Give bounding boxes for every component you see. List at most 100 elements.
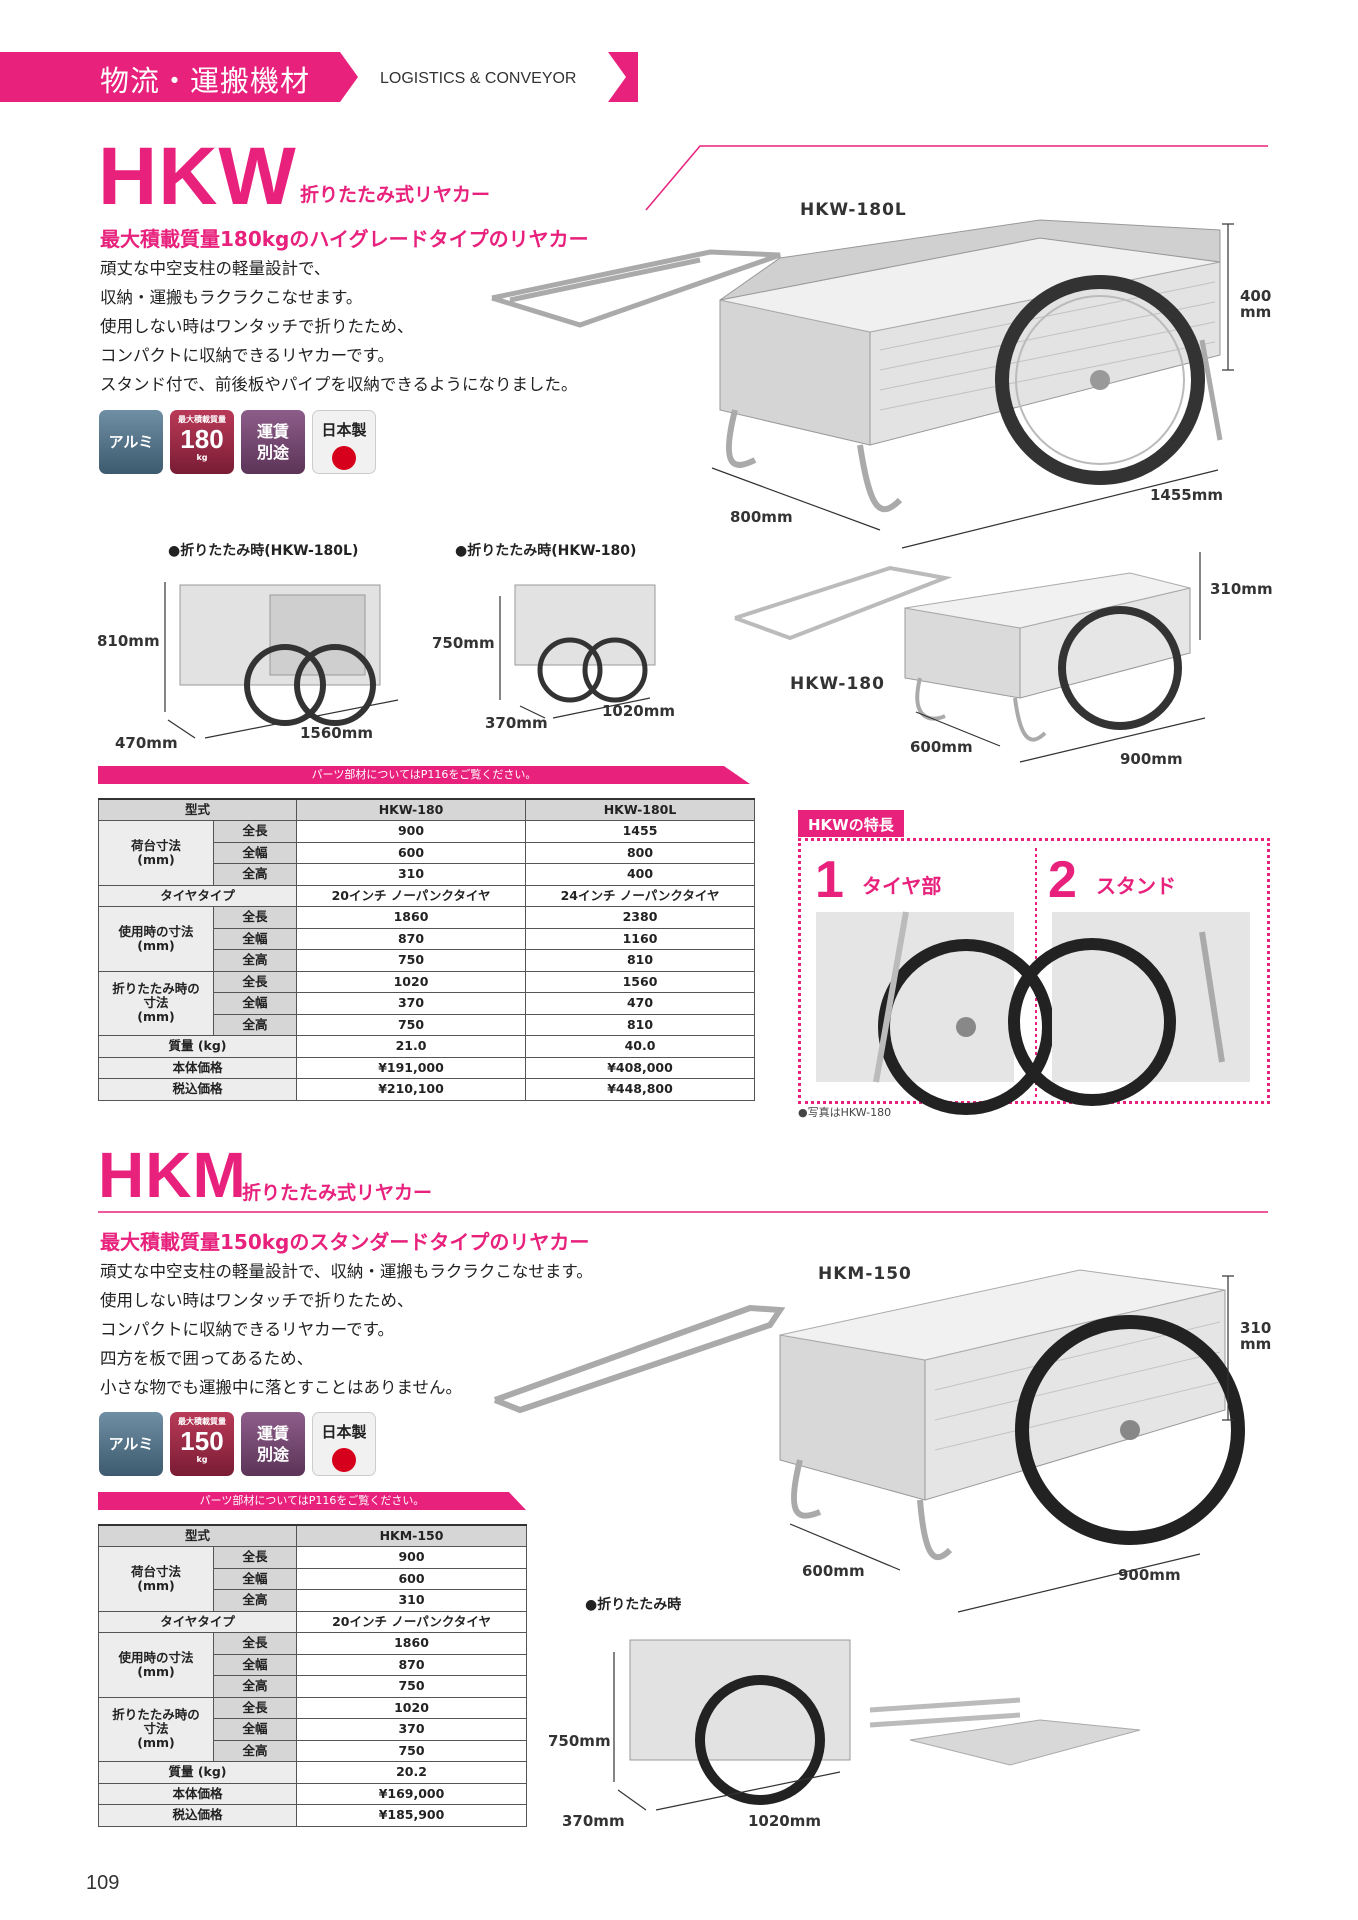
hkw-subtitle: 折りたたみ式リヤカー xyxy=(300,184,491,206)
table-cell: 1020 xyxy=(296,970,527,993)
japan-flag-icon xyxy=(332,1448,356,1472)
hkw-180-dimension-lines xyxy=(915,552,1206,763)
hkm-tagline: 最大積載質量150kgのスタンダードタイプのリヤカー xyxy=(100,1230,590,1254)
table-row: 税込価格¥210,100¥448,800 xyxy=(97,1078,756,1101)
shipping-extra-badge: 運賃 別途 xyxy=(241,1412,305,1476)
hkm-folded-width-dim: 370mm xyxy=(562,1812,625,1830)
page-number: 109 xyxy=(86,1872,120,1894)
hkw-180-folded-image xyxy=(514,584,656,703)
table-cell: ¥191,000 xyxy=(296,1056,527,1079)
hkw-180l-length-dim: 1455mm xyxy=(1150,486,1224,504)
hkw-180-folded-caption: 折りたたみ時(HKW-180) xyxy=(455,540,636,560)
hkw-180l-model-label: HKW-180L xyxy=(800,200,907,220)
feature-2-text: スタンド xyxy=(1096,874,1176,898)
table-cell: 900 xyxy=(296,1546,528,1569)
hkm-folded-height-dim: 750mm xyxy=(548,1732,611,1750)
table-cell: 全高 xyxy=(212,1675,298,1698)
table-cell: 全高 xyxy=(212,863,298,886)
hkw-180-folded-height-dim: 750mm xyxy=(432,634,495,652)
table-cell: 全幅 xyxy=(212,1653,298,1676)
table-row: 本体価格¥191,000¥408,000 xyxy=(97,1056,756,1079)
hkw-180l-product-image xyxy=(491,219,1223,513)
made-in-japan-badge: 日本製 xyxy=(312,410,376,474)
table-cell: 全長 xyxy=(212,820,298,843)
table-cell: 750 xyxy=(296,1739,528,1762)
table-row: 税込価格¥185,900 xyxy=(97,1804,528,1827)
table-cell: HKW-180 xyxy=(296,798,527,821)
table-cell: 810 xyxy=(525,1013,756,1036)
table-cell: 2380 xyxy=(525,906,756,929)
category-title: 物流・運搬機材 xyxy=(100,64,311,98)
hkw-180l-folded-length-dim: 1560mm xyxy=(300,724,374,742)
table-cell: 本体価格 xyxy=(97,1056,298,1079)
table-cell: 870 xyxy=(296,1653,528,1676)
table-cell: 600 xyxy=(296,1567,528,1590)
table-cell: ¥408,000 xyxy=(525,1056,756,1079)
hkw-180l-folded-height-dim: 810mm xyxy=(97,632,160,650)
hkw-description: 頑丈な中空支柱の軽量設計で、収納・運搬もラクラクこなせます。使用しない時はワンタ… xyxy=(100,259,578,394)
hkm-150-product-image xyxy=(493,1269,1245,1561)
hkw-180-height-dim: 310mm xyxy=(1210,580,1273,598)
table-cell: 折りたたみ時の 寸法 (mm) xyxy=(98,970,214,1036)
feature-2-number: 2 xyxy=(1048,851,1077,909)
table-cell: 使用時の寸法 (mm) xyxy=(98,1632,214,1698)
table-cell: 荷台寸法 (mm) xyxy=(98,1546,214,1612)
aluminum-badge: アルミ xyxy=(99,410,163,474)
table-cell: HKM-150 xyxy=(296,1524,528,1547)
table-cell: 20.2 xyxy=(296,1761,528,1784)
table-cell: 全幅 xyxy=(212,1718,298,1741)
table-cell: タイヤタイプ xyxy=(97,1610,298,1633)
table-cell: 全長 xyxy=(212,1632,298,1655)
hkm-folded-length-dim: 1020mm xyxy=(748,1812,822,1830)
table-cell: 税込価格 xyxy=(97,1078,298,1101)
table-row: 本体価格¥169,000 xyxy=(97,1782,528,1805)
table-cell: 1020 xyxy=(296,1696,528,1719)
hkm-folded-caption: 折りたたみ時 xyxy=(585,1594,681,1614)
hkw-title-rule xyxy=(645,145,1268,211)
table-cell: ¥185,900 xyxy=(296,1804,528,1827)
hkw-180-product-image xyxy=(734,565,1191,742)
hkm-folded-image xyxy=(629,1639,1141,1805)
table-cell: 全高 xyxy=(212,1013,298,1036)
table-cell: 質量 (kg) xyxy=(97,1035,298,1058)
hkw-180l-depth-dim: 800mm xyxy=(730,508,793,526)
table-cell: 全幅 xyxy=(212,1567,298,1590)
features-photo-note: ●写真はHKW-180 xyxy=(798,1106,892,1119)
hkw-180-length-dim: 900mm xyxy=(1120,750,1183,768)
hkw-180l-folded-width-dim: 470mm xyxy=(115,734,178,752)
table-cell: 質量 (kg) xyxy=(97,1761,298,1784)
hkw-fold-dimension-lines xyxy=(164,582,651,739)
table-cell: 20インチ ノーパンクタイヤ xyxy=(296,1610,528,1633)
hkm-150-depth-dim: 600mm xyxy=(802,1562,865,1580)
hkw-180l-height-dim: 400 mm xyxy=(1240,287,1272,321)
hkm-150-height-dim: 310 mm xyxy=(1240,1319,1272,1353)
table-cell: 全幅 xyxy=(212,992,298,1015)
hkw-180-folded-width-dim: 370mm xyxy=(485,714,548,732)
table-cell: 310 xyxy=(296,1589,528,1612)
hkm-description: 頑丈な中空支柱の軽量設計で、収納・運搬もラクラクこなせます。使用しない時はワンタ… xyxy=(100,1262,593,1397)
hkw-180l-folded-caption: 折りたたみ時(HKW-180L) xyxy=(168,540,358,560)
hkm-150-length-dim: 900mm xyxy=(1118,1566,1181,1584)
hkw-180-model-label: HKW-180 xyxy=(790,674,885,694)
hkw-tagline: 最大積載質量180kgのハイグレードタイプのリヤカー xyxy=(100,227,589,251)
feature-1-tire-photo xyxy=(816,911,1054,1115)
shipping-extra-badge: 運賃 別途 xyxy=(241,410,305,474)
table-cell: 全幅 xyxy=(212,841,298,864)
hkm-fold-dimension-lines xyxy=(613,1652,841,1811)
